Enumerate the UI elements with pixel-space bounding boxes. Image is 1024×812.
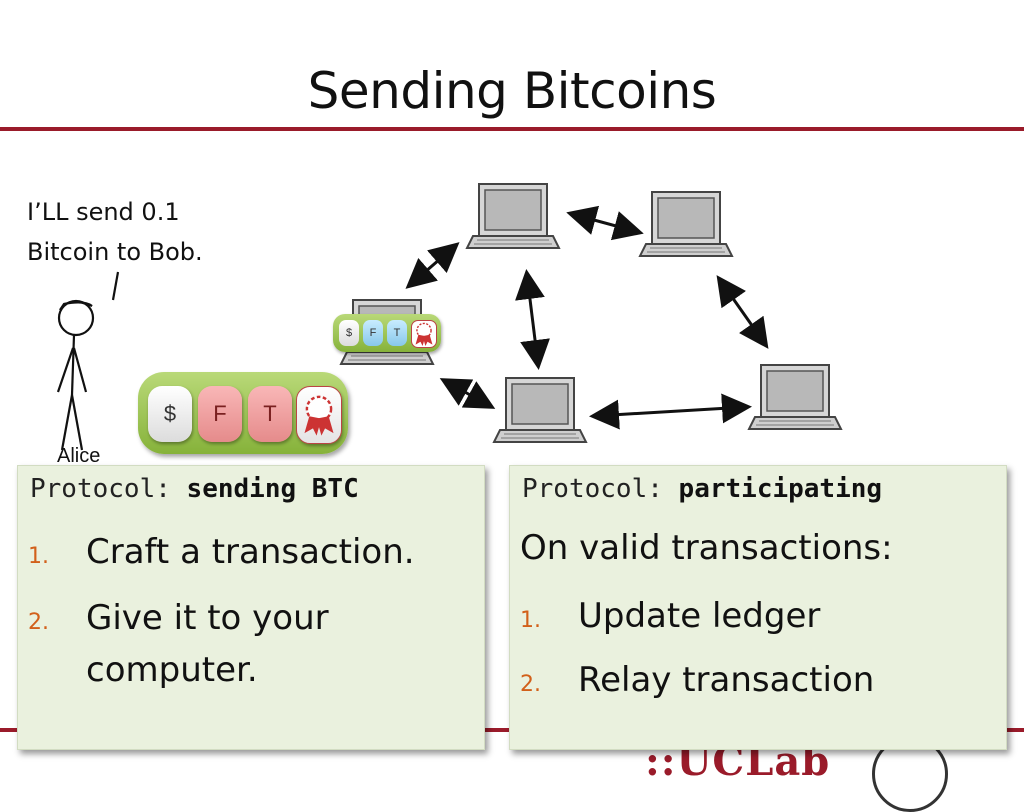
list-item: 2. Give it to your computer. bbox=[28, 592, 329, 696]
stick-figure-icon bbox=[56, 271, 120, 451]
item-text-line: Give it to your bbox=[86, 598, 329, 638]
network-diagram bbox=[56, 183, 842, 451]
heading-keyword: participating bbox=[678, 474, 883, 504]
mini-coin-t: T bbox=[387, 320, 407, 346]
coin-dollar: $ bbox=[148, 386, 192, 442]
item-text: Update ledger bbox=[578, 596, 821, 636]
panel-heading: Protocol: participating bbox=[522, 474, 882, 504]
mini-coin-dollar: $ bbox=[339, 320, 359, 346]
item-text: Give it to your computer. bbox=[86, 592, 329, 696]
laptop-icon bbox=[493, 377, 587, 443]
laptop-icon bbox=[748, 364, 842, 430]
list-item: 1. Update ledger bbox=[520, 590, 820, 647]
double-arrow-icon bbox=[716, 275, 769, 349]
alice-label: Alice bbox=[57, 445, 101, 467]
heading-keyword: sending BTC bbox=[186, 474, 359, 504]
speech-line-2: Bitcoin to Bob. bbox=[27, 238, 203, 266]
double-arrow-icon bbox=[566, 205, 644, 241]
laptop-icon bbox=[466, 183, 560, 249]
item-text: Craft a transaction. bbox=[86, 532, 415, 572]
item-text: Relay transaction bbox=[578, 660, 875, 700]
item-text-line: computer. bbox=[86, 650, 258, 690]
item-number: 2. bbox=[28, 610, 49, 635]
coin-f: F bbox=[198, 386, 242, 442]
alice-speech: I’LL send 0.1 Bitcoin to Bob. bbox=[27, 192, 203, 272]
double-arrow-icon bbox=[515, 269, 550, 370]
coin-t: T bbox=[248, 386, 292, 442]
laptop-icon bbox=[639, 191, 733, 257]
double-arrow-icon bbox=[405, 242, 460, 289]
mini-coin-f: F bbox=[363, 320, 383, 346]
ribbon-icon bbox=[411, 320, 437, 348]
list-item: 1. Craft a transaction. bbox=[28, 526, 415, 583]
item-number: 1. bbox=[520, 608, 541, 633]
protocol-sending-panel: Protocol: sending BTC 1. Craft a transact… bbox=[17, 465, 485, 750]
wallet: $ F T bbox=[138, 372, 348, 454]
item-number: 2. bbox=[520, 672, 541, 697]
slide-title: Sending Bitcoins bbox=[307, 62, 717, 120]
double-arrow-icon bbox=[589, 393, 752, 430]
double-arrow-icon bbox=[439, 378, 496, 409]
speech-line-1: I’LL send 0.1 bbox=[27, 198, 180, 226]
heading-prefix: Protocol: bbox=[522, 474, 679, 504]
ribbon-icon bbox=[296, 386, 342, 444]
panel-lead: On valid transactions: bbox=[520, 528, 893, 568]
panel-heading: Protocol: sending BTC bbox=[30, 474, 359, 504]
protocol-participating-panel: Protocol: participating On valid transac… bbox=[509, 465, 1007, 750]
item-number: 1. bbox=[28, 544, 49, 569]
mini-wallet: $ F T bbox=[333, 314, 441, 352]
heading-prefix: Protocol: bbox=[30, 474, 187, 504]
list-item: 2. Relay transaction bbox=[520, 654, 874, 711]
title-divider bbox=[0, 127, 1024, 131]
